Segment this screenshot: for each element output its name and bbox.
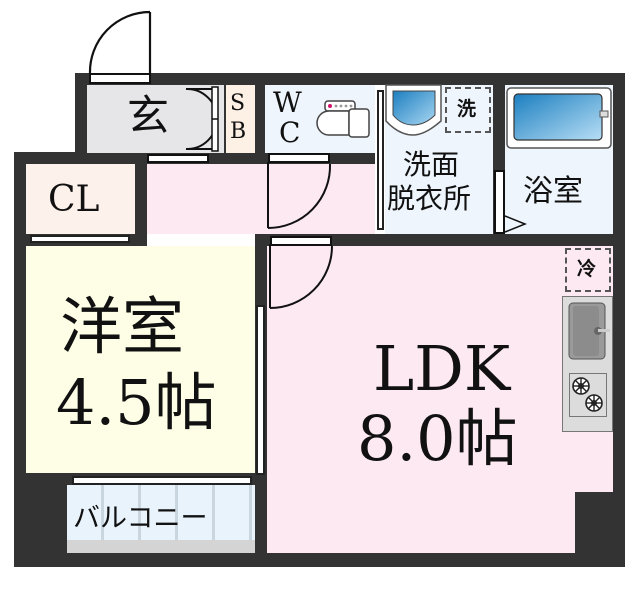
hallway <box>147 164 375 234</box>
closet-sliding-door[interactable] <box>30 235 130 243</box>
ldk-label: LDK <box>373 332 511 405</box>
wc-door[interactable] <box>268 153 330 163</box>
ldk-notch-fill <box>575 492 613 553</box>
western-room-sliding-door[interactable] <box>256 305 265 475</box>
closet: CL <box>26 164 135 234</box>
washroom: 洗 洗面 脱衣所 <box>385 84 493 234</box>
wall-balcony-left <box>14 473 67 567</box>
washroom-label-1: 洗面 <box>403 148 460 181</box>
toilet-icon <box>316 100 370 138</box>
outer-wall-bottom <box>14 553 599 567</box>
kitchen-counter <box>562 296 613 432</box>
shoebox-door-icon <box>185 86 219 152</box>
balcony-rail <box>67 540 255 553</box>
entrance: 玄 <box>87 85 224 153</box>
bathroom: 浴室 <box>505 85 613 234</box>
front-door-icon[interactable] <box>88 10 154 86</box>
washroom-sliding-door[interactable] <box>377 90 384 230</box>
kitchen-sink-icon <box>568 302 610 360</box>
washer-space-icon: 洗 <box>445 87 491 133</box>
washer-label: 洗 <box>457 98 477 120</box>
door-swing-icon <box>267 162 332 229</box>
balcony: バルコニー <box>67 485 255 553</box>
balcony-label: バルコニー <box>73 503 208 534</box>
washbasin-icon <box>385 84 442 136</box>
wc-label-c: C <box>279 116 301 149</box>
outer-wall-left <box>14 152 26 567</box>
door-swing-icon <box>504 215 528 233</box>
ldk-door[interactable] <box>270 236 332 246</box>
shoebox: S B <box>226 85 255 153</box>
fridge-space-icon: 冷 <box>565 248 611 292</box>
closet-label: CL <box>48 179 100 220</box>
door-swing-icon <box>269 244 333 309</box>
western-room: 洋室 4.5帖 <box>26 246 255 473</box>
bathroom-door[interactable] <box>494 170 505 234</box>
western-room-size: 4.5帖 <box>56 366 217 439</box>
hallway-opening <box>147 154 209 163</box>
washroom-label-2: 脱衣所 <box>387 182 472 215</box>
wc-label-w: W <box>273 86 302 119</box>
fridge-label: 冷 <box>577 258 597 280</box>
entrance-label: 玄 <box>127 91 170 140</box>
outer-wall-top <box>75 73 625 85</box>
bathroom-label: 浴室 <box>523 174 583 209</box>
outer-wall-right <box>613 73 625 545</box>
wall-wet-area-bottom <box>255 234 625 246</box>
bathtub-icon <box>506 87 612 149</box>
wall-wc-left <box>255 73 265 163</box>
ldk: LDK 8.0帖 <box>267 246 613 553</box>
balcony-window[interactable] <box>72 476 252 485</box>
western-room-label: 洋室 <box>60 290 185 363</box>
outer-wall-left-upper <box>75 73 87 163</box>
wall-closet-right <box>135 152 147 246</box>
shoebox-label-s: S <box>230 91 246 116</box>
wc: W C <box>265 85 375 153</box>
shoebox-label-b: B <box>230 119 247 144</box>
ldk-size: 8.0帖 <box>357 402 518 475</box>
stove-icon <box>569 373 607 417</box>
balcony-grating <box>67 485 255 540</box>
